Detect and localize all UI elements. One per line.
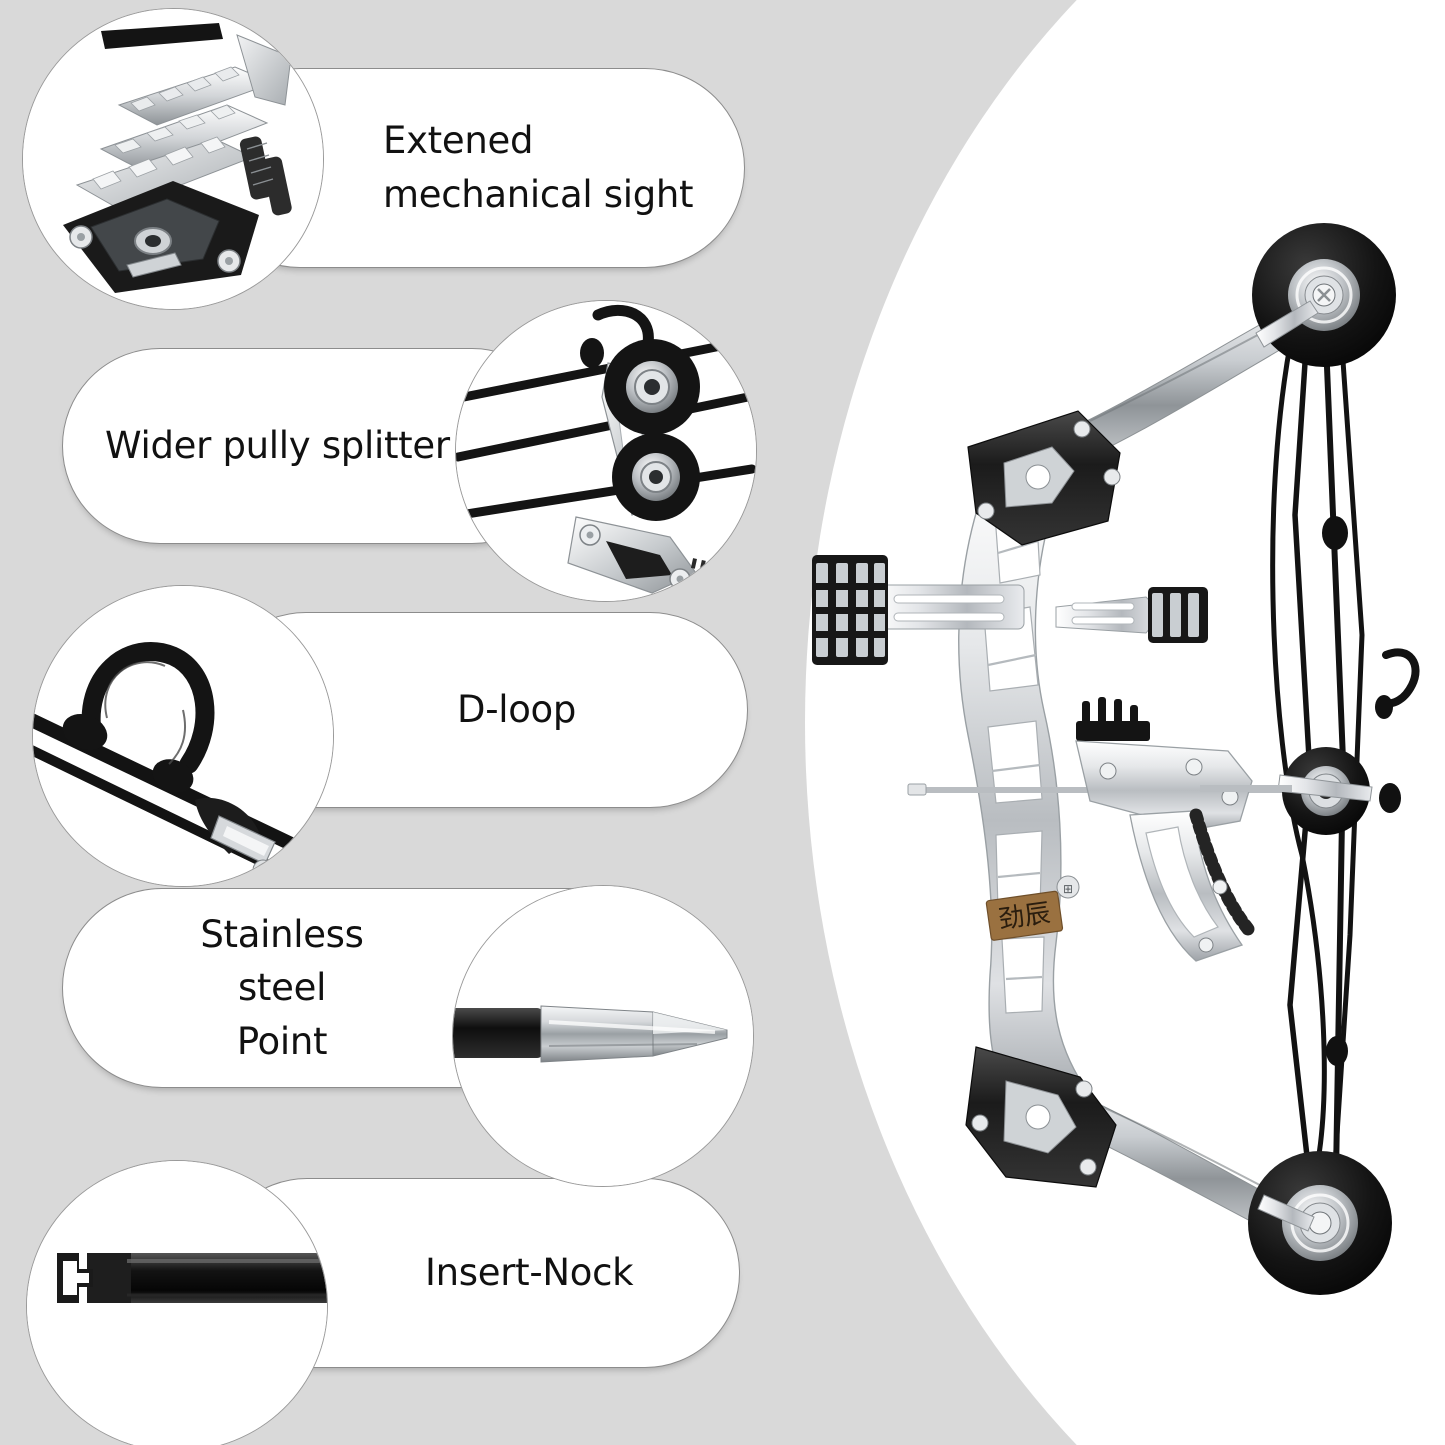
svg-text:劲辰: 劲辰 xyxy=(997,898,1053,935)
feature-label-stainless-steel-point: Stainless steel Point xyxy=(200,912,364,1063)
feature-photo-insert-nock xyxy=(26,1160,328,1445)
feature-photo-arrow-point xyxy=(452,885,754,1187)
svg-text:⊞: ⊞ xyxy=(1063,882,1073,896)
feature-label-insert-nock: Insert-Nock xyxy=(425,1251,634,1295)
feature-photo-extended-mechanical-sight xyxy=(22,8,324,310)
product-image-compound-bow: 劲辰 ⊞ xyxy=(790,215,1445,1325)
feature-photo-d-loop xyxy=(32,585,334,887)
feature-label-extended-mechanical-sight: Extened mechanical sight xyxy=(383,119,694,216)
feature-photo-wider-pully-splitter xyxy=(455,300,757,602)
feature-label-d-loop: D-loop xyxy=(457,688,577,732)
feature-label-wider-pully-splitter: Wider pully splitter xyxy=(105,424,450,468)
